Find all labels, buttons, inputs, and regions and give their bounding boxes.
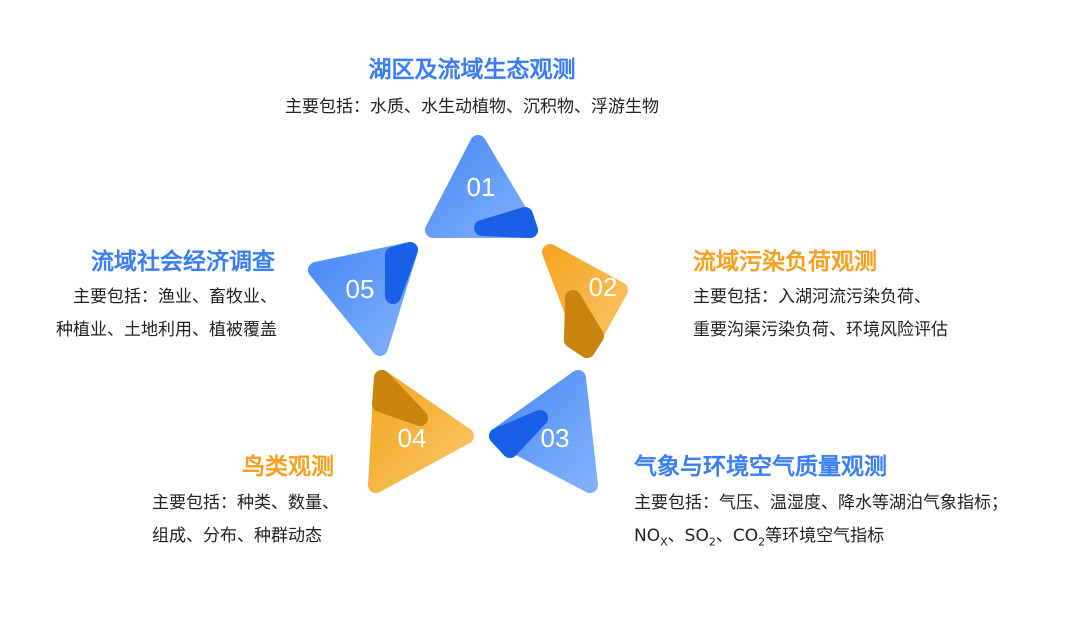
number-05: 05	[346, 274, 375, 304]
title-05: 流域社会经济调查	[91, 249, 275, 275]
desc-04-line2: 组成、分布、种群动态	[152, 526, 322, 546]
triangle-03	[489, 370, 598, 493]
title-01: 湖区及流域生态观测	[368, 57, 576, 83]
desc-04-line1: 主要包括：种类、数量、	[152, 493, 339, 513]
triangle-01	[425, 135, 538, 238]
desc-02-line2: 重要沟渠污染负荷、环境风险评估	[693, 320, 948, 340]
desc-02-line1: 主要包括：入湖河流污染负荷、	[693, 287, 931, 307]
triangle-04	[368, 370, 474, 493]
number-03: 03	[541, 423, 570, 453]
number-04: 04	[398, 423, 427, 453]
triangle-02	[542, 244, 628, 358]
desc-05-line1: 主要包括：渔业、畜牧业、	[73, 287, 277, 307]
number-02: 02	[589, 272, 618, 302]
desc-01-line1: 主要包括：水质、水生动植物、沉积物、浮游生物	[285, 97, 659, 117]
triangle-05	[308, 242, 418, 356]
desc-05-line2: 种植业、土地利用、植被覆盖	[56, 320, 277, 340]
desc-03-line1: 主要包括：气压、温湿度、降水等湖泊气象指标；	[634, 493, 1008, 513]
number-01: 01	[467, 172, 496, 202]
title-04: 鸟类观测	[242, 454, 334, 480]
desc-03-line2: NOX、SO2、CO2等环境空气指标	[634, 526, 885, 549]
title-03: 气象与环境空气质量观测	[634, 454, 887, 480]
title-02: 流域污染负荷观测	[693, 249, 877, 275]
